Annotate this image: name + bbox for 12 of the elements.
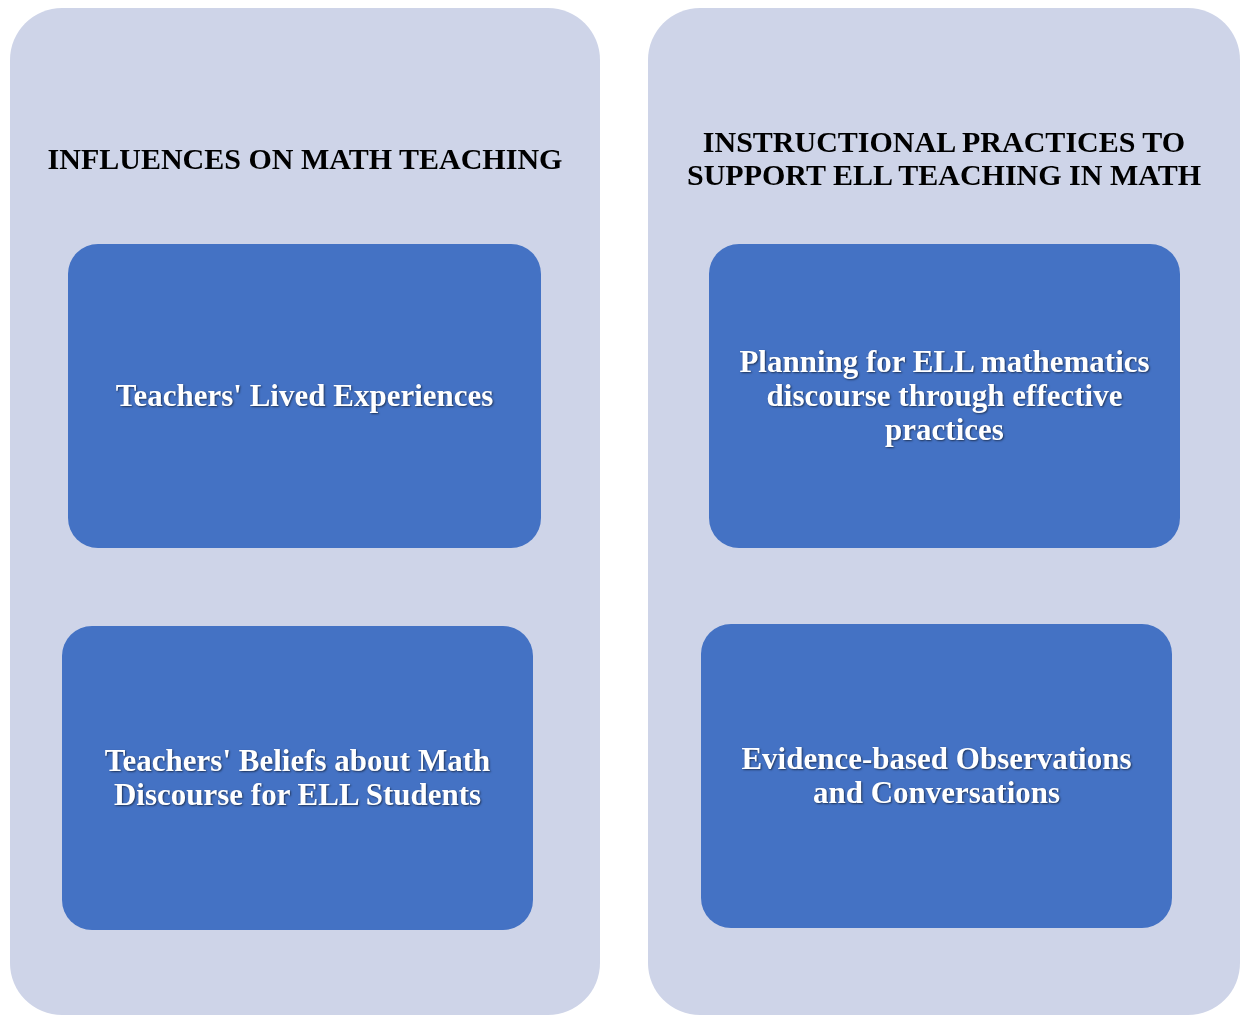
group-panel: [10, 8, 600, 1015]
topic-text: Teachers' Beliefs about Math Discourse for ELL Students: [103, 743, 492, 813]
topic-box: [68, 244, 541, 548]
topic-box: [62, 626, 533, 930]
topic-text: Evidence-based Observations and Conversations: [740, 741, 1133, 811]
panel-heading: INFLUENCES ON MATH TEACHING: [46, 140, 564, 177]
topic-text: Teachers' Lived Experiences: [115, 378, 494, 414]
topic-text: Planning for ELL mathematics discourse through effective practices: [738, 344, 1151, 448]
panel-heading: INSTRUCTIONAL PRACTICES TO SUPPORT ELL TEACHING IN MATH: [685, 124, 1202, 193]
group-panel: [648, 8, 1240, 1015]
topic-box: [709, 244, 1180, 548]
topic-box: [701, 624, 1172, 928]
